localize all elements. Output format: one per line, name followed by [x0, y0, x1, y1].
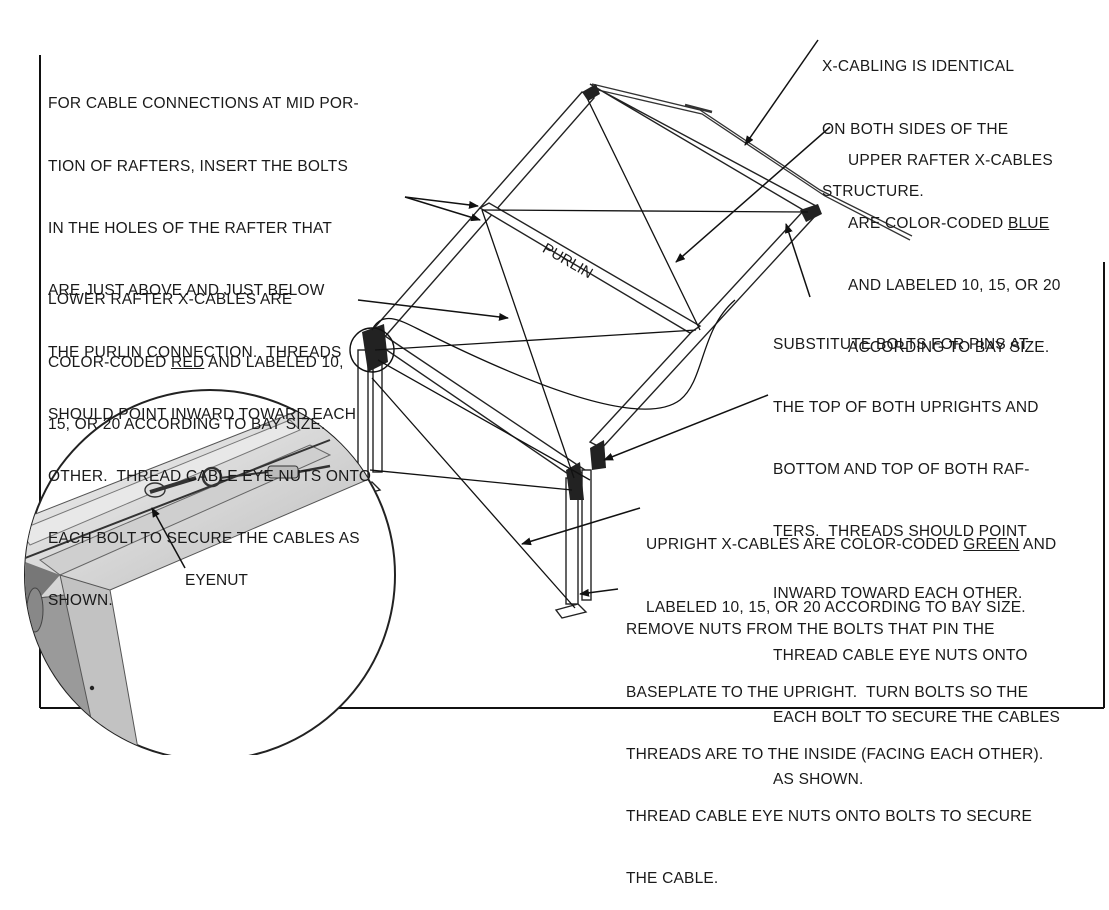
roof-canopy — [591, 83, 913, 241]
note-x-cabling-identical: X-CABLING IS IDENTICAL ON BOTH SIDES OF … — [822, 16, 1014, 223]
note-line: SHOULD POINT INWARD TOWARD EACH — [48, 405, 357, 423]
note-line: EACH BOLT TO SECURE THE CABLES — [773, 709, 1061, 727]
note-upright-cables: UPRIGHT X-CABLES ARE COLOR-CODED GREEN A… — [646, 494, 1056, 639]
note-line: THE PURLIN CONNECTION. THREADS — [48, 343, 342, 361]
frame-tubes — [357, 83, 820, 605]
note-line: COLOR-CODED RED AND LABELED 10, — [48, 353, 344, 371]
note-line: LOWER RAFTER X-CABLES ARE — [48, 291, 293, 309]
diagram-stage: PURLIN EYENUT FOR CABLE CONNECTIONS AT M… — [24, 16, 1105, 887]
note-line: IN THE HOLES OF THE RAFTER THAT — [48, 219, 333, 237]
note-line: THREAD CABLE EYE NUTS ONTO — [773, 646, 1028, 664]
note-line: INWARD TOWARD EACH OTHER. — [773, 584, 1023, 602]
note-line: THE CABLE. — [626, 869, 719, 887]
color-code-green: GREEN — [963, 536, 1020, 554]
note-line: X-CABLING IS IDENTICAL — [822, 58, 1015, 76]
note-line: EACH BOLT TO SECURE THE CABLES AS — [48, 530, 360, 548]
note-line: ON BOTH SIDES OF THE — [822, 120, 1009, 138]
note-line: ARE COLOR-CODED BLUE — [848, 214, 1050, 232]
eyenut-detail-view — [24, 389, 396, 755]
note-line: REMOVE NUTS FROM THE BOLTS THAT PIN THE — [626, 621, 995, 639]
note-line: BASEPLATE TO THE UPRIGHT. TURN BOLTS SO … — [626, 683, 1029, 701]
note-lower-rafter-cables: LOWER RAFTER X-CABLES ARE COLOR-CODED RE… — [48, 249, 344, 456]
note-upper-rafter-cables: UPPER RAFTER X-CABLES ARE COLOR-CODED BL… — [848, 110, 1061, 379]
color-code-red: RED — [170, 353, 205, 371]
structure-drawing — [24, 39, 1105, 755]
note-line: UPRIGHT X-CABLES ARE COLOR-CODED GREEN A… — [646, 536, 1057, 554]
note-line: THREAD CABLE EYE NUTS ONTO BOLTS TO SECU… — [626, 807, 1033, 825]
note-line: BOTTOM AND TOP OF BOTH RAF- — [773, 460, 1030, 478]
eyenut-label: EYENUT — [185, 572, 248, 589]
note-line: SUBSTITUTE BOLTS FOR PINS AT — [773, 336, 1029, 354]
note-line: THE TOP OF BOTH UPRIGHTS AND — [773, 398, 1039, 416]
detail-callout-circle — [349, 327, 395, 373]
note-line: UPPER RAFTER X-CABLES — [848, 152, 1053, 170]
note-mid-rafter-connections: FOR CABLE CONNECTIONS AT MID POR- TION O… — [48, 53, 371, 633]
note-line: LABELED 10, 15, OR 20 ACCORDING TO BAY S… — [646, 598, 1026, 616]
corner-brackets — [362, 84, 822, 500]
x-cables — [369, 99, 809, 609]
note-line: TERS. THREADS SHOULD POINT — [773, 522, 1028, 540]
note-line: 15, OR 20 ACCORDING TO BAY SIZE. — [48, 415, 326, 433]
note-line: ACCORDING TO BAY SIZE. — [848, 338, 1050, 356]
note-line: FOR CABLE CONNECTIONS AT MID POR- — [48, 95, 359, 113]
note-line: OTHER. THREAD CABLE EYE NUTS ONTO — [48, 468, 372, 486]
note-remove-nuts: REMOVE NUTS FROM THE BOLTS THAT PIN THE … — [626, 579, 1043, 910]
note-line: SHOWN. — [48, 592, 113, 610]
leader-arrows — [357, 39, 831, 597]
note-line: AND LABELED 10, 15, OR 20 — [848, 276, 1061, 294]
note-line: STRUCTURE. — [822, 182, 924, 200]
note-line: TION OF RAFTERS, INSERT THE BOLTS — [48, 157, 348, 175]
note-line: ARE JUST ABOVE AND JUST BELOW — [48, 281, 325, 299]
detail-callout-link — [371, 299, 736, 410]
note-substitute-bolts: SUBSTITUTE BOLTS FOR PINS AT THE TOP OF … — [773, 294, 1060, 812]
color-code-blue: BLUE — [1007, 214, 1050, 232]
